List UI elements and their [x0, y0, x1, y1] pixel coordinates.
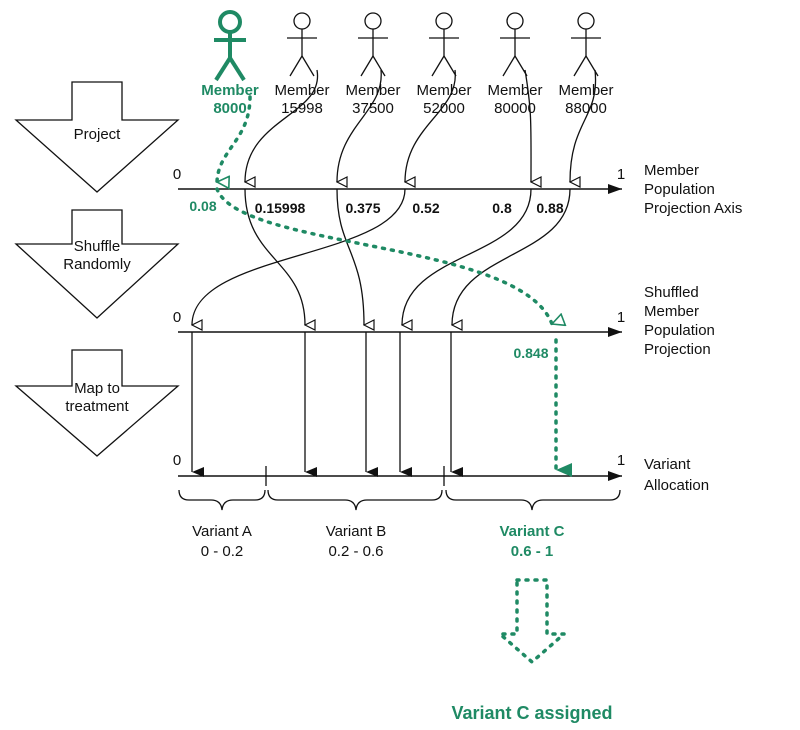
step-label: Project	[74, 126, 122, 143]
projection-value: 0.88	[536, 200, 563, 216]
variant-brace-c	[445, 489, 621, 511]
axis-end-label: 1	[617, 452, 625, 469]
projection-link	[524, 69, 531, 182]
axis-title-line: Population	[644, 322, 715, 339]
member-labels: Member 8000 Member 15998 Member 37500 Me…	[201, 82, 613, 117]
shuffle-step-arrow	[14, 209, 180, 319]
step-label: Shuffle	[74, 238, 120, 255]
axis-end-label: 1	[617, 309, 625, 326]
axis-start-label: 0	[173, 452, 181, 469]
member-figure-15998	[287, 12, 317, 77]
variant-brace-b	[267, 489, 443, 511]
step-label: Randomly	[63, 256, 131, 273]
projection-value: 0.52	[412, 200, 439, 216]
member-figure-88000	[571, 12, 601, 77]
projection-value: 0.15998	[255, 200, 306, 216]
variant-name: Variant A	[192, 523, 252, 540]
variant-brace-a	[178, 489, 266, 511]
axis-title-line: Projection	[644, 341, 711, 358]
axis-start-label: 0	[173, 166, 181, 183]
projection-link	[570, 69, 597, 182]
shuffle-link	[244, 188, 305, 325]
result-label: Variant C assigned	[451, 703, 612, 723]
step-label: Map to	[74, 380, 120, 397]
member-label: Member	[201, 82, 259, 99]
variant-name: Variant C	[499, 523, 564, 540]
member-figure-37500	[358, 12, 388, 77]
variant-name: Variant B	[326, 523, 387, 540]
member-label: Member	[345, 82, 400, 99]
axis-title-line: Variant	[644, 456, 691, 473]
highlight-path-shuffle	[215, 187, 552, 324]
member-label: Member	[558, 82, 613, 99]
member-figure-80000	[500, 12, 530, 77]
axis-title-line: Member	[644, 162, 699, 179]
member-figure-52000	[429, 12, 459, 77]
axis-title-line: Shuffled	[644, 284, 699, 301]
shuffle-link	[336, 188, 364, 325]
member-id: 88000	[565, 100, 607, 117]
projection-value: 0.08	[189, 198, 216, 214]
member-id: 37500	[352, 100, 394, 117]
axis-title-line: Population	[644, 181, 715, 198]
variant-range: 0.2 - 0.6	[328, 543, 383, 560]
member-id: 52000	[423, 100, 465, 117]
projection-link	[405, 69, 456, 182]
member-figure-8000	[214, 10, 246, 82]
member-id: 80000	[494, 100, 536, 117]
shuffle-link	[452, 188, 571, 325]
member-label: Member	[487, 82, 542, 99]
assignment-arrow	[495, 578, 569, 665]
projection-link	[245, 69, 319, 182]
axis-title-line: Projection Axis	[644, 200, 742, 217]
member-id: 15998	[281, 100, 323, 117]
axis-title-line: Allocation	[644, 477, 709, 494]
axis-start-label: 0	[173, 309, 181, 326]
variant-range: 0.6 - 1	[511, 543, 554, 560]
projection-link	[337, 69, 382, 182]
member-label: Member	[416, 82, 471, 99]
highlight-path-project	[215, 95, 252, 182]
shuffle-link	[192, 188, 406, 325]
project-step-arrow	[14, 81, 180, 193]
projection-value: 0.8	[492, 200, 512, 216]
member-label: Member	[274, 82, 329, 99]
shuffled-value: 0.848	[513, 345, 548, 361]
map-step-arrow	[14, 349, 180, 457]
shuffle-link	[402, 188, 532, 325]
axis-title-line: Member	[644, 303, 699, 320]
axis-end-label: 1	[617, 166, 625, 183]
projection-value: 0.375	[345, 200, 380, 216]
variant-range: 0 - 0.2	[201, 543, 244, 560]
member-id: 8000	[213, 100, 246, 117]
step-label: treatment	[65, 398, 129, 415]
